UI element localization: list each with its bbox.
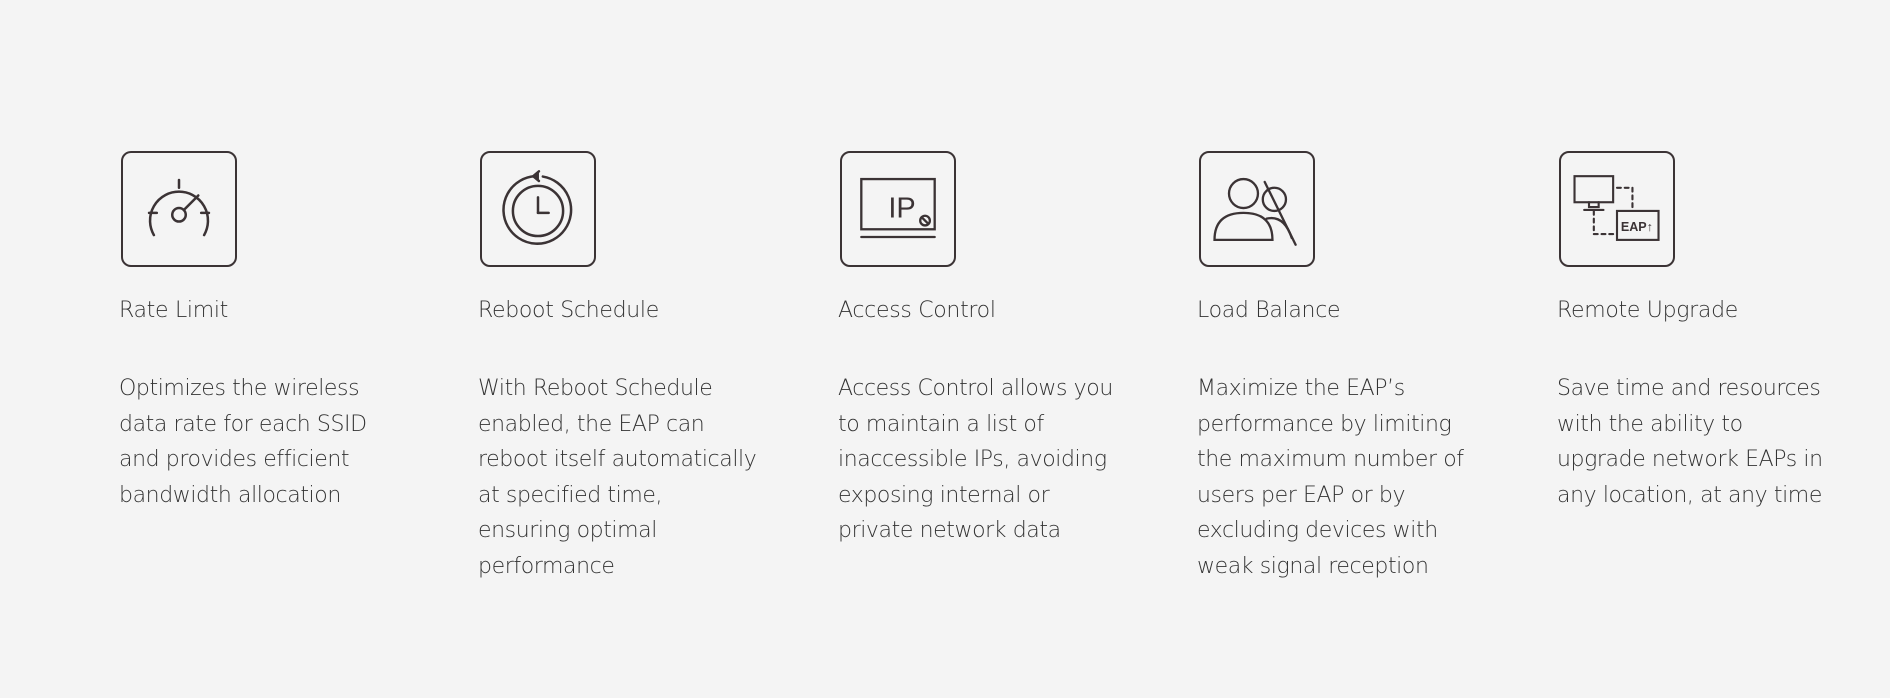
feature-description: With Reboot Schedule enabled, the EAP ca… [478,376,757,579]
eap-label: EAP↑ [1621,220,1653,234]
ip-block-icon: IP [840,151,956,267]
clock-refresh-icon [480,151,596,267]
feature-title: Reboot Schedule [478,298,659,323]
feature-description: Access Control allows you to maintain a … [838,376,1113,543]
feature-description: Optimizes the wireless data rate for eac… [119,376,367,508]
feature-access-control: IP Access Control Access Control allows … [838,151,1118,549]
feature-reboot-schedule: Reboot Schedule With Reboot Schedule ena… [478,151,758,584]
ip-label: IP [888,193,915,225]
feature-title: Access Control [838,298,996,323]
feature-title: Load Balance [1197,298,1341,323]
feature-remote-upgrade: EAP↑ Remote Upgrade Save time and resour… [1557,151,1837,513]
feature-title: Rate Limit [119,298,228,323]
feature-load-balance: Load Balance Maximize the EAP’s performa… [1197,151,1477,584]
users-limit-icon [1199,151,1315,267]
feature-description: Maximize the EAP’s performance by limiti… [1197,376,1464,579]
speedometer-icon [121,151,237,267]
remote-upgrade-icon: EAP↑ [1559,151,1675,267]
feature-title: Remote Upgrade [1557,298,1738,323]
feature-description: Save time and resources with the ability… [1557,376,1823,508]
feature-rate-limit: Rate Limit Optimizes the wireless data r… [119,151,399,513]
